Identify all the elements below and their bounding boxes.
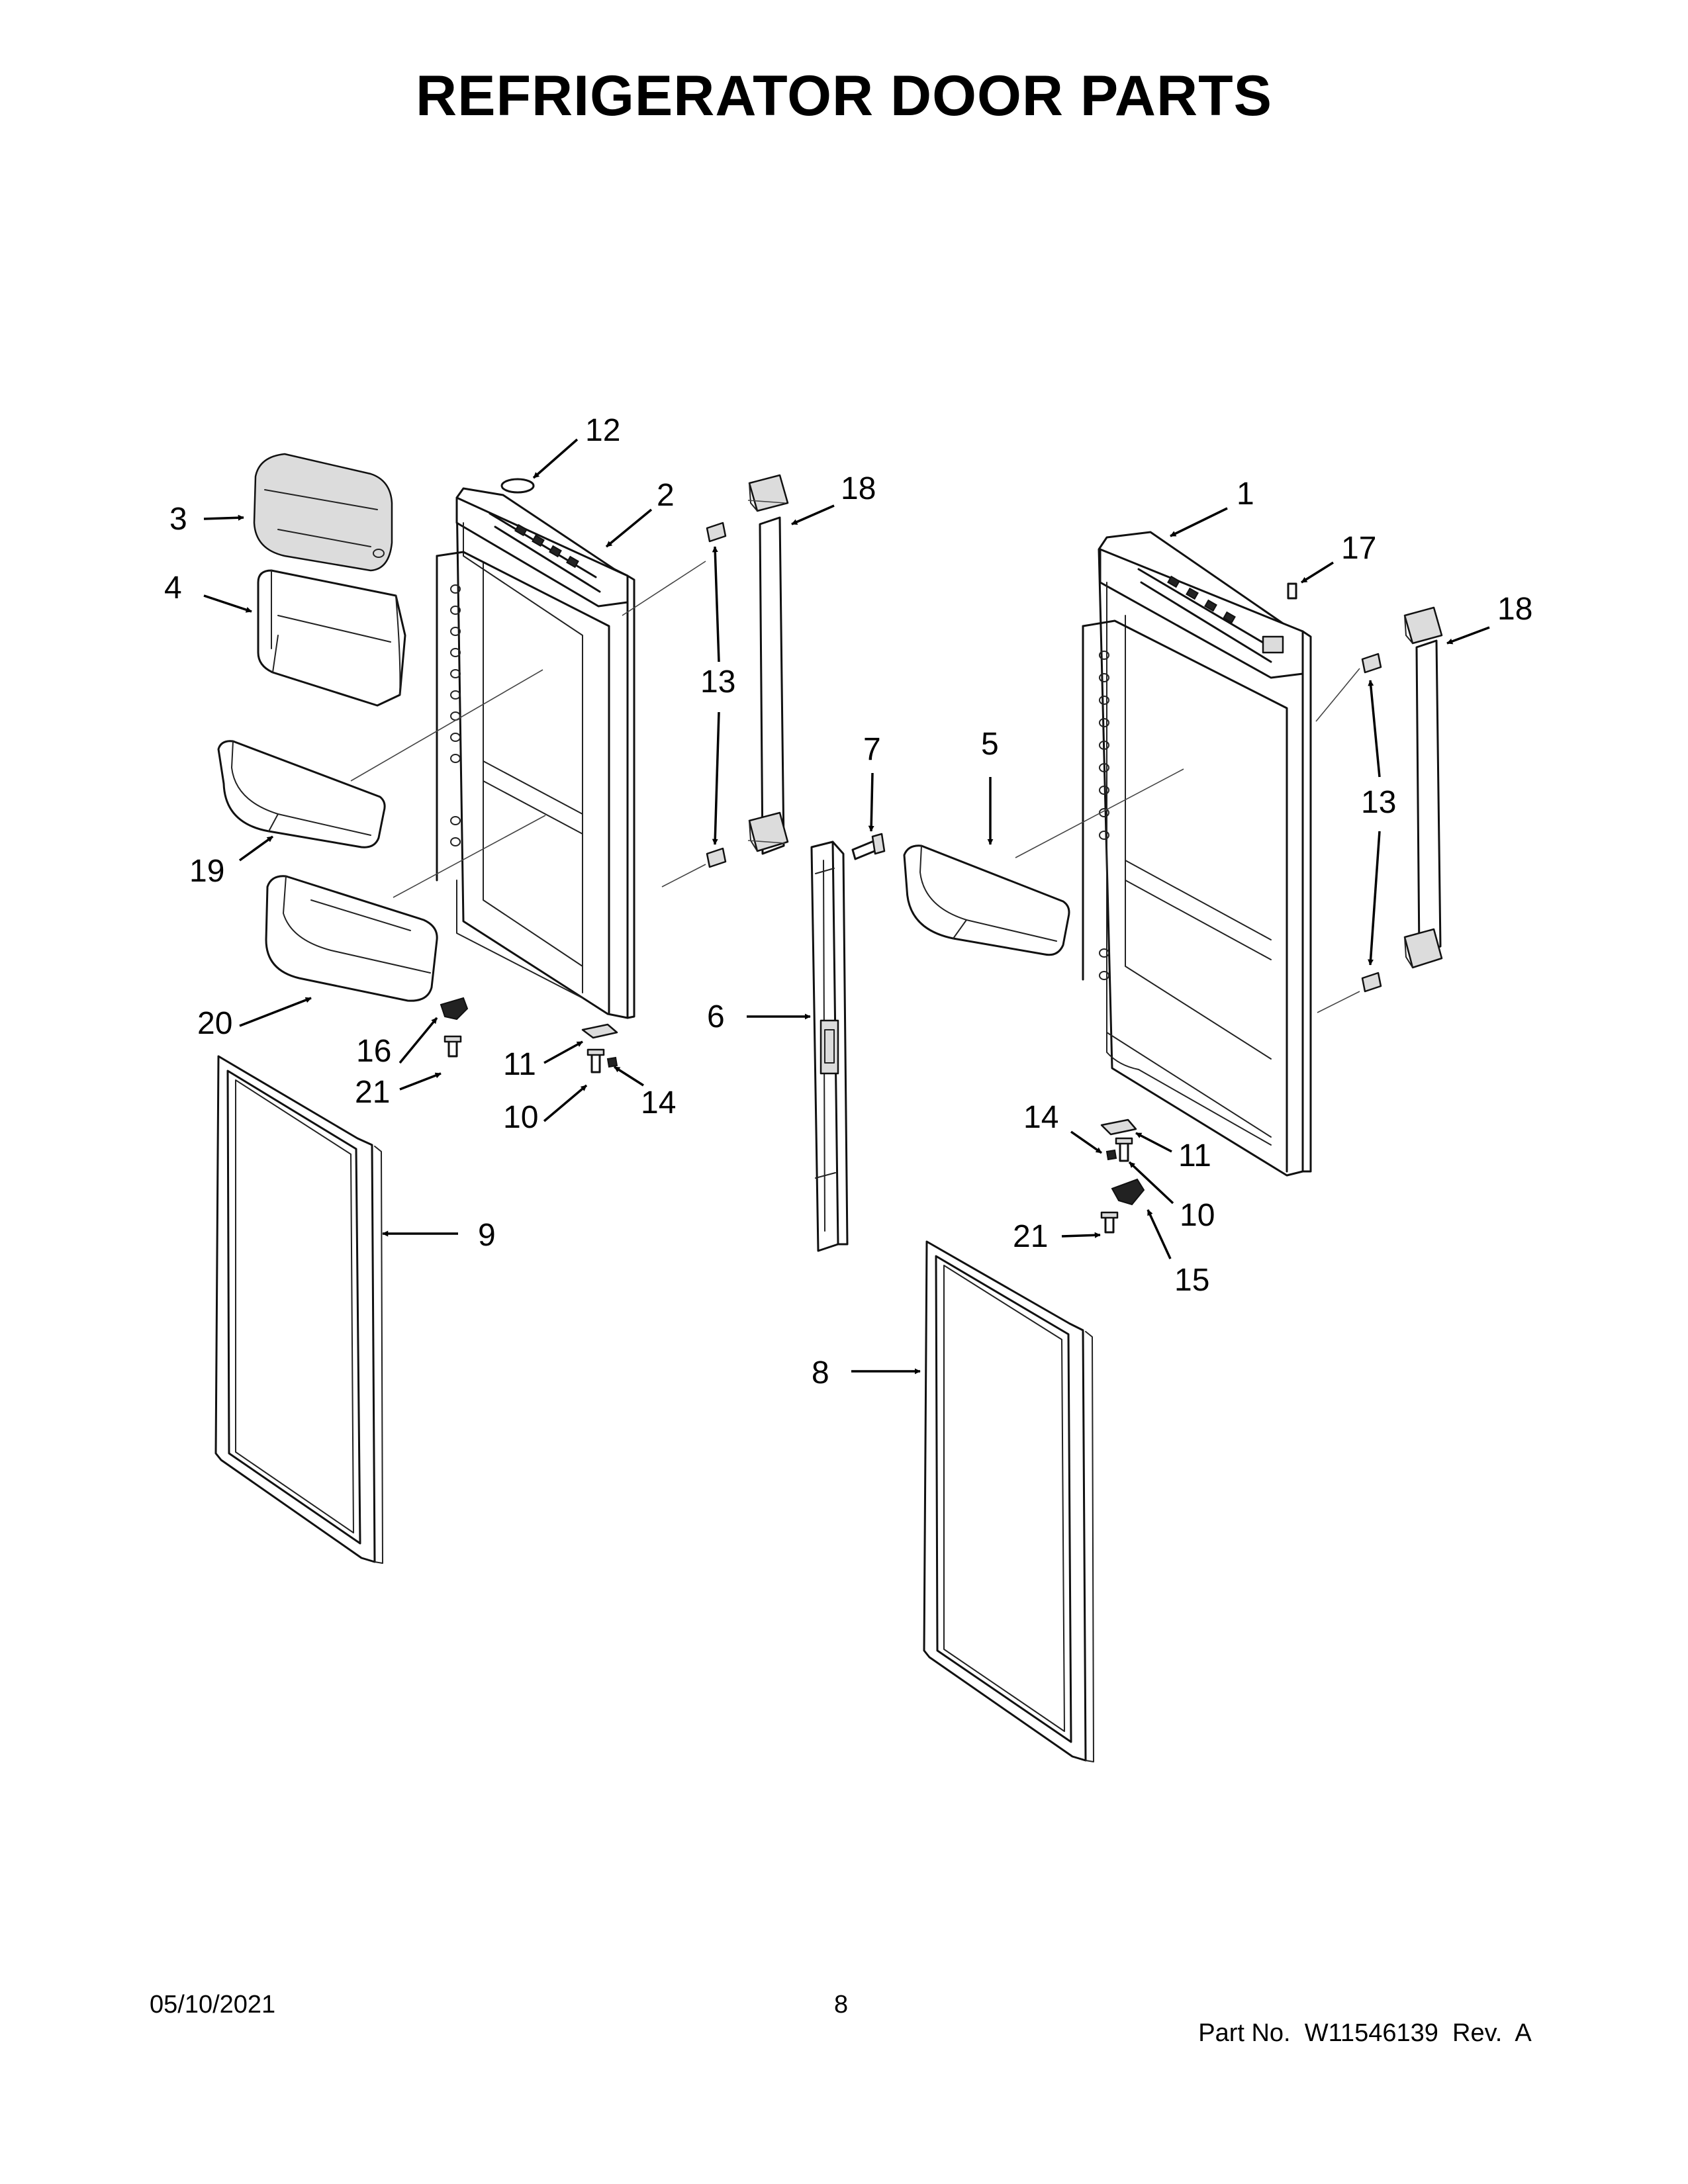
callout-13-right: 13 — [1361, 785, 1396, 820]
part-number-label: Part No. — [1198, 2019, 1291, 2047]
right-door-top-vents — [1167, 575, 1236, 624]
part-19-door-bin — [217, 740, 386, 848]
alignment-lines — [350, 500, 1360, 1013]
callout-8: 8 — [812, 1355, 829, 1390]
callout-15: 15 — [1174, 1263, 1209, 1298]
callout-10-right: 10 — [1180, 1198, 1215, 1233]
page-title: REFRIGERATOR DOOR PARTS — [416, 64, 1272, 128]
part-18-handle-right — [1403, 606, 1443, 969]
revision-label: Rev. — [1452, 2019, 1503, 2047]
leader-arrows — [203, 438, 1490, 1375]
part-9-gasket-left — [214, 1055, 383, 1564]
callout-1: 1 — [1237, 477, 1254, 512]
callout-7: 7 — [863, 732, 881, 767]
part-21-screw-left — [444, 1035, 462, 1058]
part-15-hinge-right — [1111, 1178, 1145, 1206]
left-door-shelf-bosses — [450, 584, 461, 846]
part-4-bin — [257, 569, 406, 707]
callout-4: 4 — [164, 570, 182, 606]
callout-11-left: 11 — [503, 1047, 536, 1082]
callout-6: 6 — [707, 999, 725, 1034]
left-door-top-vents — [514, 523, 579, 569]
part-13-standoffs-right — [1361, 653, 1382, 993]
callout-18-left: 18 — [841, 471, 876, 506]
parts-10-11-14-left — [581, 1023, 618, 1073]
part-7-hinge-pin — [851, 833, 886, 860]
callout-10-left: 10 — [503, 1100, 538, 1135]
part-16-hinge-left — [440, 997, 469, 1021]
callout-labels: 1 2 3 4 5 6 7 8 9 10 10 11 11 12 13 13 1… — [164, 413, 1532, 1390]
part-8-gasket-right — [923, 1240, 1094, 1762]
parts-10-11-14-right — [1100, 1118, 1137, 1162]
left-door-liner — [436, 487, 635, 1019]
part-18-handle-left — [748, 474, 789, 855]
callout-17: 17 — [1341, 531, 1376, 566]
footer-part-number: Part No. W11546139 Rev. A — [1170, 1991, 1532, 2076]
part-21-screw-right — [1100, 1211, 1119, 1234]
callout-5: 5 — [981, 727, 999, 762]
part-13-standoffs-left — [706, 522, 727, 868]
right-door-liner — [1082, 531, 1312, 1177]
callout-2: 2 — [657, 478, 675, 513]
footer-date: 05/10/2021 — [150, 1991, 276, 2019]
callout-18-right: 18 — [1497, 592, 1532, 627]
part-12-disc — [500, 478, 535, 494]
callout-21-right: 21 — [1013, 1219, 1048, 1254]
footer-page-number: 8 — [834, 1991, 849, 2019]
part-6-flipper-mullion — [810, 841, 849, 1252]
callout-21-left: 21 — [355, 1075, 390, 1110]
callout-19: 19 — [189, 854, 224, 889]
callout-14-right: 14 — [1023, 1100, 1058, 1135]
callout-3: 3 — [169, 502, 187, 537]
right-door-shelf-bosses — [1099, 651, 1109, 980]
part-17-screw — [1287, 582, 1297, 600]
revision-value: A — [1515, 2019, 1532, 2047]
callout-12: 12 — [585, 413, 620, 448]
part-5-door-bin — [903, 844, 1070, 956]
callout-16: 16 — [356, 1034, 391, 1069]
callout-20: 20 — [197, 1006, 232, 1041]
callout-11-right: 11 — [1178, 1138, 1211, 1173]
part-number-value: W11546139 — [1304, 2019, 1438, 2047]
callout-9: 9 — [478, 1218, 496, 1253]
part-20-deep-bin — [265, 875, 438, 1002]
part-3-shelf-cover — [253, 453, 393, 572]
callout-14-left: 14 — [641, 1085, 676, 1120]
callout-13-left: 13 — [700, 664, 735, 700]
